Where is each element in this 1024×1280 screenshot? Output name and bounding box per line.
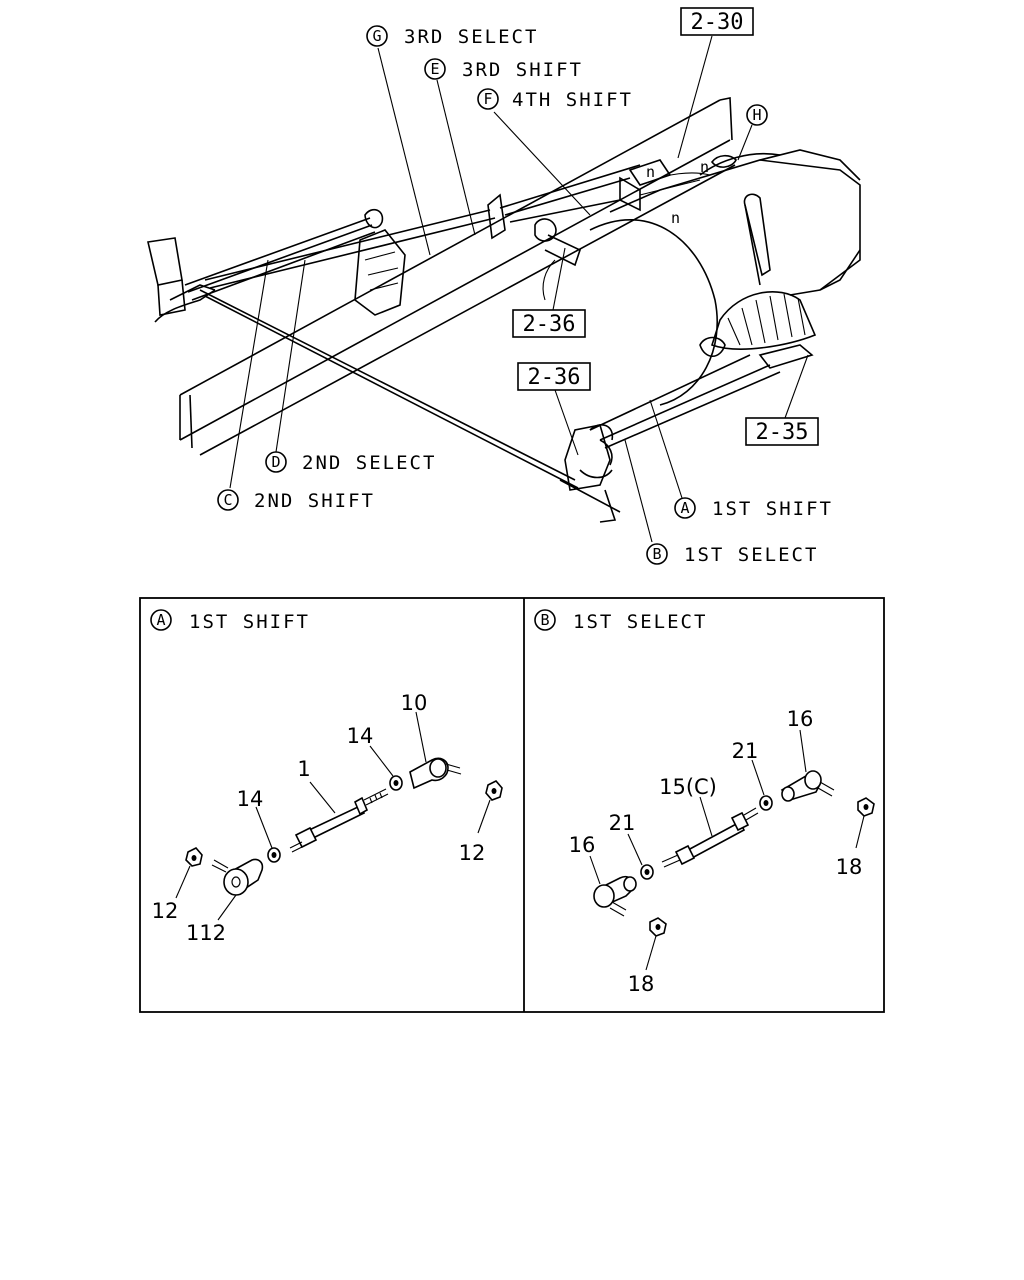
callout-letter-d (265, 451, 287, 473)
part-number: 21 (732, 739, 759, 763)
svg-text:2-30: 2-30 (691, 10, 744, 35)
part-number: 10 (401, 691, 428, 715)
panel-letter-b (534, 609, 556, 631)
panel-title: 1ST SELECT (573, 611, 707, 633)
svg-text:F: F (483, 90, 492, 108)
part-rod-end (211, 858, 264, 896)
part-number: 14 (237, 787, 264, 811)
part-number: 16 (569, 833, 596, 857)
ref-box-2-35[interactable]: 2-35 (745, 417, 819, 446)
part-nut (485, 780, 503, 801)
svg-text:B: B (540, 611, 549, 629)
callout-letter-b (646, 543, 668, 565)
svg-text:C: C (223, 491, 232, 509)
svg-text:1ST SHIFT: 1ST SHIFT (712, 498, 833, 520)
part-number: 18 (628, 972, 655, 996)
panel-title: 1ST SHIFT (189, 611, 310, 633)
callout-3rd-select: G 3RD SELECT (366, 25, 538, 48)
part-rod (289, 788, 389, 853)
svg-text:B: B (652, 545, 661, 563)
panel-letter-a (150, 609, 172, 631)
part-nut (267, 847, 281, 863)
part-number: 12 (459, 841, 486, 865)
transmission-housing (589, 149, 861, 406)
callout-letter-e (424, 58, 446, 80)
part-rod-end (593, 875, 637, 917)
svg-text:G: G (372, 27, 381, 45)
svg-text:E: E (430, 60, 439, 78)
ref-box-2-36-lower[interactable]: 2-36 (517, 362, 591, 391)
part-number: 16 (787, 707, 814, 731)
part-nut (649, 917, 667, 937)
part-number: 18 (836, 855, 863, 879)
svg-text:H: H (752, 106, 761, 124)
ref-box-2-30[interactable]: 2-30 (680, 7, 754, 36)
shift-rods (184, 164, 781, 489)
svg-text:2-35: 2-35 (756, 420, 809, 445)
svg-text:3RD SELECT: 3RD SELECT (404, 26, 538, 48)
callout-4th-shift: F 4TH SHIFT (477, 88, 633, 111)
svg-text:A: A (680, 499, 689, 517)
rear-linkage (559, 424, 621, 523)
part-nut (857, 797, 875, 817)
detail-panels (139, 597, 885, 1013)
leader-lines (229, 35, 809, 543)
frame-rail (179, 97, 736, 456)
clamp-h: H (710, 104, 768, 168)
callout-letter-g (366, 25, 388, 47)
callout-2nd-shift: C 2ND SHIFT (217, 489, 375, 512)
part-rod-end (409, 757, 462, 790)
upper-linkage (487, 193, 581, 301)
svg-text:D: D (271, 453, 280, 471)
callout-letter-f (477, 88, 499, 110)
part-nut (185, 847, 203, 867)
svg-text:2-36: 2-36 (528, 365, 581, 390)
part-number: 21 (609, 811, 636, 835)
svg-text:4TH SHIFT: 4TH SHIFT (512, 89, 633, 111)
part-number: 1 (297, 757, 310, 781)
part-number: 14 (347, 724, 374, 748)
part-number: 112 (186, 921, 226, 945)
detail-panel-1st-select: B 1ST SELECT (534, 609, 875, 996)
n-mark: n (700, 158, 709, 176)
callout-2nd-select: D 2ND SELECT (265, 451, 436, 474)
svg-text:2-36: 2-36 (523, 312, 576, 337)
overview-illustration: H n n n (147, 35, 861, 543)
part-number: 15(C) (659, 775, 717, 799)
detail-panel-1st-shift: A 1ST SHIFT (150, 609, 503, 945)
front-linkage (147, 208, 406, 323)
part-number: 12 (152, 899, 179, 923)
svg-text:1ST SELECT: 1ST SELECT (684, 544, 818, 566)
svg-text:2ND SHIFT: 2ND SHIFT (254, 490, 375, 512)
callout-letter-c (217, 489, 239, 511)
part-nut (389, 775, 403, 791)
svg-text:2ND SELECT: 2ND SELECT (302, 452, 436, 474)
n-mark: n (671, 209, 680, 227)
n-mark: n (646, 163, 655, 181)
part-nut (759, 795, 773, 811)
callout-3rd-shift: E 3RD SHIFT (424, 58, 583, 81)
svg-text:3RD SHIFT: 3RD SHIFT (462, 59, 583, 81)
part-rod (661, 807, 759, 868)
callout-1st-shift: A 1ST SHIFT (674, 497, 833, 520)
callout-letter-a (674, 497, 696, 519)
part-nut (640, 864, 654, 880)
svg-text:A: A (156, 611, 165, 629)
ref-box-2-36-upper[interactable]: 2-36 (512, 309, 586, 338)
callout-1st-select: B 1ST SELECT (646, 543, 818, 566)
part-rod-end (780, 770, 835, 802)
